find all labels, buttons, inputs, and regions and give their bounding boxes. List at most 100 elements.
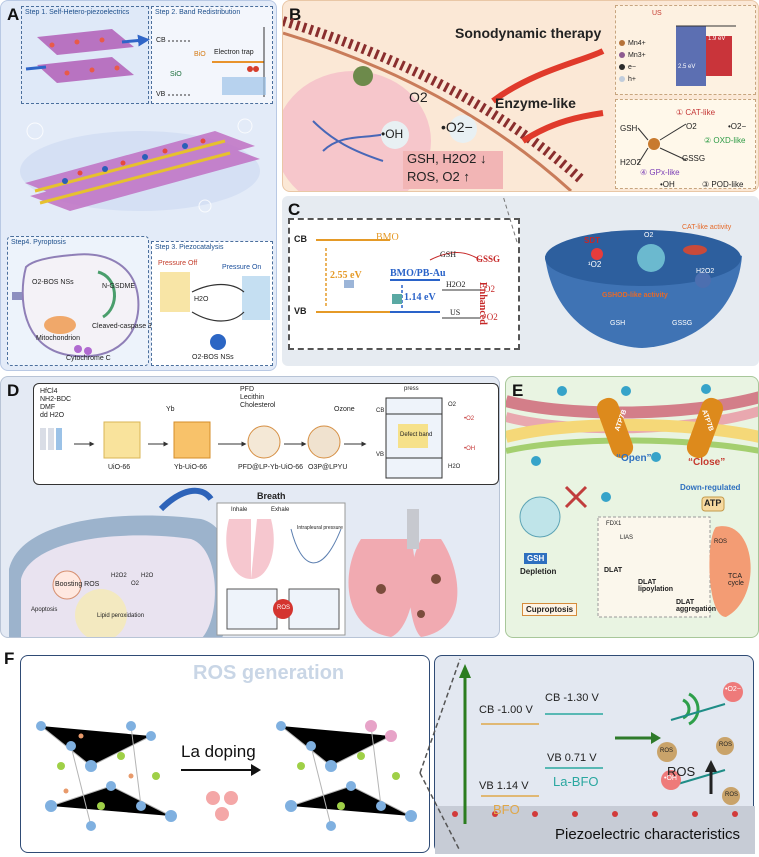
nanosheet-stack-illustration (20, 118, 260, 213)
step4-cytc: Cytochrome C (66, 355, 111, 362)
e-close: “Close” (688, 457, 726, 468)
e-open: “Open” (616, 453, 652, 464)
b-o2-label: O2 (409, 89, 428, 105)
step2-cb: CB (156, 37, 166, 44)
c-bmo: BMO (376, 232, 399, 243)
c-singlet: ¹O2 (484, 312, 498, 322)
d-ros: ROS (277, 605, 291, 611)
f-ros-generation: ROS generation (193, 662, 345, 684)
d-yb: Yb (166, 406, 175, 413)
c-gap2: 1.14 eV (404, 292, 436, 303)
enzyme-label: Enzyme-like (495, 95, 576, 111)
step2-title: Step 2. Band Redistribution (155, 9, 241, 16)
step3-h2o: H2O (194, 296, 209, 303)
step2-box: Step 2. Band Redistribution CB VB BiO Si… (151, 6, 273, 104)
b-oxd: ② OXD-like (704, 136, 746, 145)
e-depletion: Depletion (520, 567, 557, 576)
d-ybuio: Yb-UiO-66 (174, 464, 208, 471)
f-piezo: Piezoelectric characteristics (555, 826, 741, 843)
e-atp: ATP (704, 498, 722, 508)
d-uio: UiO-66 (108, 464, 131, 471)
f-ros-2: ROS (719, 742, 733, 748)
d-oh: •OH (464, 446, 476, 452)
c-cell-o2: O2 (644, 232, 654, 239)
d-h2o2: H2O2 (111, 573, 127, 579)
panel-f: F ROS generation La doping (0, 647, 759, 857)
piezo-lattice-illustration (25, 29, 150, 83)
band-redistribution-diagram (168, 27, 266, 97)
d-pfd-2: Cholesterol (240, 402, 276, 409)
d-breath: Breath (257, 491, 286, 501)
c-cb: CB (294, 234, 307, 244)
f-right-box: CB -1.00 V CB -1.30 V VB 1.14 V VB 0.71 … (434, 655, 755, 854)
step4-o2bos: O2-BOS NSs (32, 279, 74, 286)
step2-sio: SiO (170, 71, 182, 78)
c-cell-gsh: GSH (610, 320, 626, 327)
b-o2-enz: O2 (686, 122, 697, 131)
b-gsh: GSH (620, 124, 638, 133)
c-gshod: GSHOD-like activity (602, 292, 668, 299)
pyroptosis-cell-illustration (12, 253, 140, 358)
b-superoxide-label: •O2− (441, 119, 473, 135)
b-oh-enz: •OH (660, 180, 675, 189)
b-cat: ① CAT-like (676, 108, 716, 117)
e-lias: LIAS (620, 535, 634, 541)
e-dlat: DLAT (604, 567, 623, 574)
d-reagent-1: NH2-BDC (40, 396, 72, 403)
f-cb1: CB -1.00 V (479, 704, 533, 716)
f-ros-1: ROS (660, 748, 674, 754)
c-enhanced: Enhanced (477, 282, 488, 325)
b-e: e− (628, 64, 636, 71)
f-crystal-after (276, 720, 417, 831)
sdt-label: Sonodynamic therapy (455, 25, 602, 41)
step4-box: Step4. Pyroptosis O2-BOS NSs N-GSDME Mit… (7, 236, 152, 366)
c-vb: VB (294, 306, 307, 316)
panel-d: D HfCl4 NH2-BDC DMF dd H2O Yb PFD Lecith… (0, 376, 500, 638)
b-gsh-line: GSH, H2O2 ↓ (407, 151, 487, 166)
band-diagram-box: CB VB BMO 2.55 eV BMO/PB-Au 1.14 eV GSH … (288, 218, 520, 350)
panel-c: C CB VB BMO 2.55 eV BMO/PB-Au 1.14 eV GS… (282, 196, 759, 366)
step3-box: Step 3. Piezocatalysis Pressure Off Pres… (151, 241, 273, 366)
step2-electron-trap: Electron trap (214, 49, 254, 56)
f-ros-main: ROS (667, 764, 696, 779)
d-cb: CB (376, 408, 385, 414)
d-pressure: Intrapleural pressure (297, 525, 343, 531)
d-h2o: H2O (448, 464, 461, 470)
piezocatalysis-diagram (160, 272, 270, 350)
b-oh-label: •OH (381, 127, 404, 141)
step4-caspase: Cleaved-caspase 3 (92, 323, 152, 330)
step4-title: Step4. Pyroptosis (11, 239, 66, 246)
step2-vb: VB (156, 91, 166, 98)
panel-e-label: E (512, 381, 524, 400)
f-band-diagram (435, 664, 755, 854)
f-ros-3: ROS (725, 792, 739, 798)
e-gsh: GSH (524, 553, 548, 564)
step3-pressure-off: Pressure Off (158, 260, 198, 267)
d-boosting: Boosting ROS (55, 581, 100, 588)
c-cell-h2o2: H2O2 (696, 268, 715, 275)
d-o2: O2 (448, 402, 457, 408)
d-press: press (404, 386, 419, 392)
panel-f-label: F (4, 649, 15, 668)
panel-a-label: A (7, 5, 20, 24)
d-peroxidation: Lipid peroxidation (97, 613, 145, 619)
d-reagent-3: dd H2O (40, 412, 65, 419)
c-bmo-pb: BMO/PB-Au (390, 268, 446, 279)
f-connector-lines (419, 658, 461, 852)
panel-d-label: D (7, 381, 20, 400)
b-gpx: ④ GPx-like (640, 168, 680, 177)
b-h2o2: H2O2 (620, 158, 641, 167)
d-cell-and-lung-illustration (9, 487, 458, 637)
c-cell-singlet: ¹O2 (588, 260, 602, 269)
b-gap2: 2.5 eV (678, 64, 696, 70)
e-cuproptosis: Cuproptosis (522, 603, 578, 616)
e-lipoylation: DLAT lipoylation (638, 579, 673, 593)
b-gap1: 1.9 eV (708, 36, 726, 42)
b-sup-enz: •O2− (728, 122, 747, 131)
step3-pressure-on: Pressure On (222, 264, 262, 271)
c-catlike: CAT-like activity (682, 224, 732, 231)
d-exhale: Exhale (271, 507, 290, 513)
d-reagent-2: DMF (40, 404, 56, 411)
f-cb2: CB -1.30 V (545, 692, 599, 704)
d-defect: Defect band (400, 432, 433, 438)
